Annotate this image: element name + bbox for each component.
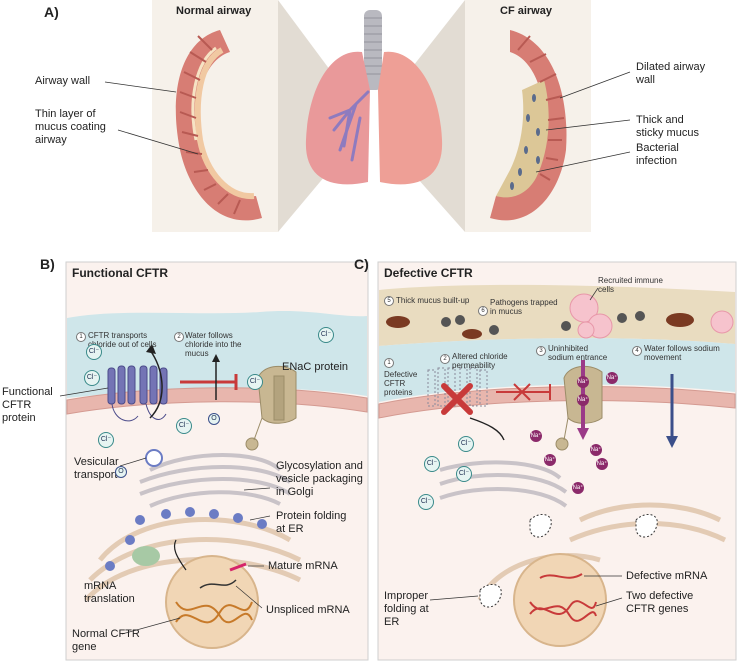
label-thick-mucus-buildup: Thick mucus built-up (396, 296, 470, 305)
label-uninhibited-sodium: Uninhibited sodium entrance (548, 344, 608, 362)
panel-a-letter: A) (44, 4, 59, 20)
label-glycosylation: Glycosylation and vesicle packaging in G… (276, 460, 363, 498)
water-molecule: O (115, 466, 127, 478)
panel-c-step3-number: 3 (536, 346, 546, 356)
label-mature-mrna: Mature mRNA (268, 560, 338, 572)
label-recruited-immune-cells: Recruited immune cells (598, 276, 663, 294)
sodium-ion: Na⁺ (590, 444, 602, 456)
panel-b-step1-label: CFTR transports chloride out of cells (88, 331, 157, 349)
mature-mrna-strand (229, 562, 247, 572)
label-pathogens-trapped: Pathogens trapped in mucus (490, 298, 558, 316)
lungs-illustration (305, 10, 443, 185)
panel-c-step1-number: 1 (384, 358, 394, 368)
golgi-apparatus (139, 453, 292, 508)
chloride-ion: Cl⁻ (418, 494, 434, 510)
sodium-ion: Na⁺ (544, 454, 556, 466)
normal-airway-tube (175, 30, 262, 221)
chloride-ion: Cl⁻ (84, 370, 100, 386)
cftr-efflux-arrow (149, 349, 163, 419)
dna-helix (175, 601, 253, 624)
sodium-ion: Na⁺ (530, 430, 542, 442)
panel-c-letter: C) (354, 256, 369, 272)
panel-a-illustration (104, 0, 631, 232)
chloride-ion: Cl⁻ (98, 432, 114, 448)
panel-c-step6-number: 6 (478, 306, 488, 316)
label-improper-folding: Improper folding at ER (384, 590, 429, 628)
enac-protein (245, 365, 297, 451)
bacteria (386, 313, 694, 339)
label-thin-mucus: Thin layer of mucus coating airway (35, 108, 106, 146)
chloride-ion: Cl⁻ (456, 466, 472, 482)
panel-b-step1-number: 1 (76, 332, 86, 342)
panel-c-step4-number: 4 (632, 346, 642, 356)
ribosomes (105, 507, 267, 571)
chloride-ion: Cl⁻ (176, 418, 192, 434)
water-molecule: O (208, 413, 220, 425)
sodium-ion: Na⁺ (572, 482, 584, 494)
panel-b-title: Functional CFTR (72, 266, 168, 280)
panel-c-membrane (378, 386, 736, 419)
chloride-ion: Cl⁻ (318, 327, 334, 343)
panel-c-step5-number: 5 (384, 296, 394, 306)
label-mrna-translation: mRNA translation (84, 580, 135, 605)
nucleus (165, 555, 259, 649)
panel-a-leaders (104, 71, 631, 173)
panel-c-leaders (429, 287, 623, 607)
label-vesicular-transport: Vesicular transport (74, 456, 119, 481)
label-two-defective-genes: Two defective CFTR genes (626, 590, 694, 615)
defective-mrna-strand (539, 573, 583, 579)
cf-airway-title: CF airway (500, 5, 552, 17)
label-bacterial-infection: Bacterial infection (636, 142, 679, 167)
golgi-c (439, 460, 568, 508)
viruses (441, 311, 645, 335)
chloride-ion: Cl⁻ (86, 344, 102, 360)
panel-c-title: Defective CFTR (384, 266, 473, 280)
label-dilated-wall: Dilated airway wall (636, 61, 706, 86)
cl-retained-arrow (469, 417, 505, 441)
cf-airway-tube (490, 30, 567, 221)
label-thick-mucus: Thick and sticky mucus (636, 114, 699, 139)
label-defective-mrna: Defective mRNA (626, 570, 708, 582)
panel-b-letter: B) (40, 256, 55, 272)
normal-airway-title: Normal airway (176, 5, 252, 17)
misfolded-proteins (479, 513, 658, 608)
unspliced-mrna-strand (199, 579, 237, 589)
label-enac-protein: ENaC protein (282, 361, 349, 373)
chloride-ion: Cl⁻ (247, 374, 263, 390)
label-altered-chloride: Altered chloride permeability (452, 352, 508, 370)
nucleus-c (513, 553, 607, 647)
label-unspliced-mrna: Unspliced mRNA (266, 604, 350, 616)
chloride-ion: Cl⁻ (458, 436, 474, 452)
label-normal-cftr-gene: Normal CFTR gene (72, 628, 140, 653)
label-protein-folding: Protein folding at ER (276, 510, 347, 535)
sodium-ion: Na⁺ (577, 376, 589, 388)
panel-b-step2-number: 2 (174, 332, 184, 342)
sodium-ion: Na⁺ (606, 372, 618, 384)
defect-x-mark (441, 383, 473, 415)
sodium-ion: Na⁺ (577, 394, 589, 406)
chloride-ion: Cl⁻ (424, 456, 440, 472)
panel-c-step2-number: 2 (440, 354, 450, 364)
ribosome-translation (132, 546, 160, 566)
label-water-follows-sodium: Water follows sodium movement (644, 344, 720, 362)
defective-dna (529, 600, 597, 622)
immune-cells (569, 293, 734, 339)
label-airway-wall: Airway wall (35, 75, 91, 87)
translation-arrow (173, 539, 187, 571)
label-functional-cftr: Functional CFTR protein (2, 386, 53, 424)
inhibition-blocked (496, 383, 551, 401)
label-defective-cftr-proteins: Defective CFTR proteins (384, 370, 418, 397)
panel-b-leaders (59, 387, 271, 635)
sodium-ion: Na⁺ (596, 458, 608, 470)
panel-b-step2-label: Water follows chloride into the mucus (185, 331, 242, 358)
